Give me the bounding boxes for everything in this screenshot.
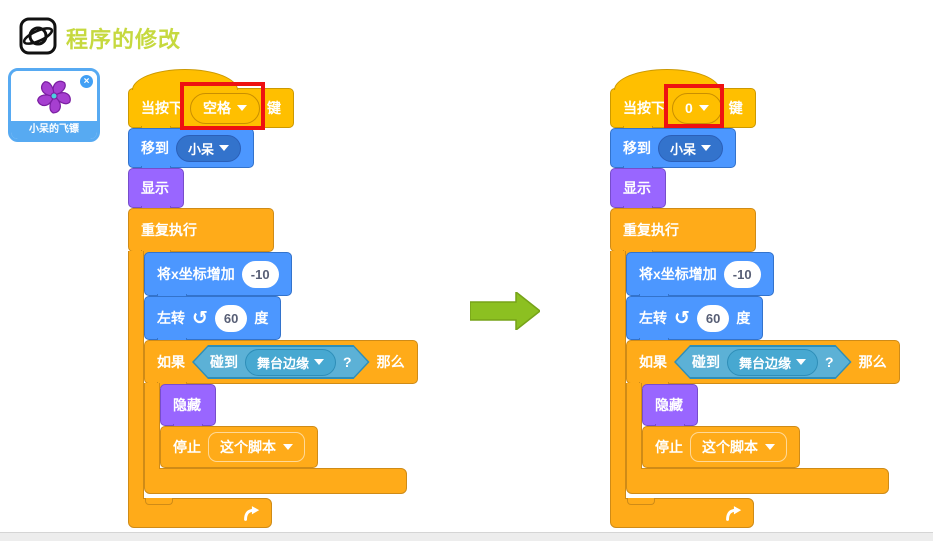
block-label: 将x坐标增加 xyxy=(639,266,717,282)
block-label: 左转 xyxy=(157,310,185,326)
block-label: 度 xyxy=(736,310,751,326)
pinwheel-image xyxy=(37,80,71,114)
block-label: 停止 xyxy=(173,439,201,455)
sprite-dropdown[interactable]: 小呆 xyxy=(658,134,724,162)
horizontal-scrollbar[interactable] xyxy=(0,532,933,541)
block-forever[interactable]: 重复执行 xyxy=(610,208,756,256)
question-mark: ? xyxy=(343,354,352,370)
sprite-dropdown-value: 小呆 xyxy=(188,141,215,157)
chevron-down-icon xyxy=(314,359,324,365)
stop-dropdown[interactable]: 这个脚本 xyxy=(208,432,305,462)
value-input[interactable]: -10 xyxy=(723,260,761,288)
loop-arrow-icon xyxy=(244,506,260,521)
block-change-x[interactable]: 将x坐标增加 -10 xyxy=(626,252,774,300)
question-mark: ? xyxy=(825,354,834,370)
degrees-input[interactable]: 60 xyxy=(214,304,248,332)
block-stop[interactable]: 停止 这个脚本 xyxy=(642,426,800,468)
stop-dropdown[interactable]: 这个脚本 xyxy=(690,432,787,462)
chevron-down-icon xyxy=(765,444,775,450)
block-label: 碰到 xyxy=(210,354,238,370)
sprite-dropdown-value: 小呆 xyxy=(670,141,697,157)
block-label: 重复执行 xyxy=(141,222,197,238)
chevron-down-icon xyxy=(701,145,712,151)
block-label: 将x坐标增加 xyxy=(157,266,235,282)
highlight-box-space-key xyxy=(180,82,265,130)
block-change-x[interactable]: 将x坐标增加 -10 xyxy=(144,252,292,300)
chevron-down-icon xyxy=(698,105,709,111)
if-left-arm xyxy=(144,383,160,469)
condition-touching[interactable]: 碰到 舞台边缘 ? xyxy=(674,345,852,379)
value-input[interactable]: -10 xyxy=(241,260,279,288)
block-label: 移到 xyxy=(141,140,169,156)
block-hide[interactable]: 隐藏 xyxy=(642,384,698,430)
block-label: 当按下 xyxy=(623,100,665,116)
block-label: 移到 xyxy=(623,140,651,156)
block-label: 停止 xyxy=(655,439,683,455)
forever-footer xyxy=(610,498,754,528)
block-if-then[interactable]: 如果 碰到 舞台边缘 ? 那么 xyxy=(144,340,418,388)
block-label: 显示 xyxy=(623,180,651,196)
if-bottom-bar xyxy=(144,468,407,494)
forever-footer xyxy=(128,498,272,528)
chevron-down-icon xyxy=(219,145,230,151)
key-dropdown-value: 空格 xyxy=(203,100,231,116)
block-move-to[interactable]: 移到 小呆 xyxy=(128,128,255,172)
counterclockwise-arrow-icon: ↺ xyxy=(674,306,690,329)
block-label: 隐藏 xyxy=(655,397,683,413)
edge-dropdown[interactable]: 舞台边缘 xyxy=(245,349,336,376)
puzzle-notch xyxy=(145,498,173,505)
transform-arrow-icon xyxy=(470,292,540,330)
block-label: 那么 xyxy=(376,354,405,370)
block-turn-left[interactable]: 左转 ↺ 60 度 xyxy=(626,296,764,344)
block-label: 重复执行 xyxy=(623,222,679,238)
if-bottom-bar xyxy=(626,468,889,494)
block-if-then[interactable]: 如果 碰到 舞台边缘 ? 那么 xyxy=(626,340,900,388)
planet-icon xyxy=(19,17,57,55)
stop-dropdown-value: 这个脚本 xyxy=(220,439,276,455)
degrees-input[interactable]: 60 xyxy=(696,304,730,332)
stop-dropdown-value: 这个脚本 xyxy=(702,439,758,455)
forever-left-arm xyxy=(128,251,144,499)
counterclockwise-arrow-icon: ↺ xyxy=(192,306,208,329)
block-label: 隐藏 xyxy=(173,397,201,413)
block-label: 当按下 xyxy=(141,100,183,116)
block-label: 度 xyxy=(254,310,269,326)
forever-left-arm xyxy=(610,251,626,499)
sprite-thumbnail xyxy=(11,71,97,121)
block-stop[interactable]: 停止 这个脚本 xyxy=(160,426,318,468)
sprite-card[interactable]: × 小呆的飞镖 xyxy=(8,68,100,142)
block-label: 如果 xyxy=(639,354,667,370)
edge-dropdown-value: 舞台边缘 xyxy=(739,355,792,371)
sprite-name: 小呆的飞镖 xyxy=(11,121,97,139)
highlight-box-zero-key xyxy=(664,84,724,128)
block-label: 左转 xyxy=(639,310,667,326)
block-show[interactable]: 显示 xyxy=(610,168,666,212)
page-title: 程序的修改 xyxy=(66,27,182,52)
block-label: 那么 xyxy=(858,354,887,370)
sprite-dropdown[interactable]: 小呆 xyxy=(176,134,242,162)
key-dropdown-value: 0 xyxy=(685,100,693,116)
block-hide[interactable]: 隐藏 xyxy=(160,384,216,430)
block-label: 显示 xyxy=(141,180,169,196)
edge-dropdown-value: 舞台边缘 xyxy=(257,355,310,371)
key-dropdown[interactable]: 0 xyxy=(672,92,722,124)
edge-dropdown[interactable]: 舞台边缘 xyxy=(727,349,818,376)
block-forever[interactable]: 重复执行 xyxy=(128,208,274,256)
chevron-down-icon xyxy=(283,444,293,450)
block-label: 键 xyxy=(267,100,281,116)
block-label: 键 xyxy=(728,100,743,116)
block-label: 如果 xyxy=(157,354,185,370)
loop-arrow-icon xyxy=(726,506,742,521)
block-show[interactable]: 显示 xyxy=(128,168,184,212)
if-left-arm xyxy=(626,383,642,469)
block-turn-left[interactable]: 左转 ↺ 60 度 xyxy=(144,296,282,344)
key-dropdown[interactable]: 空格 xyxy=(190,92,260,124)
puzzle-notch xyxy=(627,498,655,505)
condition-touching[interactable]: 碰到 舞台边缘 ? xyxy=(192,345,370,379)
block-label: 碰到 xyxy=(692,354,720,370)
sprite-close-button[interactable]: × xyxy=(78,73,95,90)
chevron-down-icon xyxy=(796,359,806,365)
chevron-down-icon xyxy=(237,105,247,111)
block-move-to[interactable]: 移到 小呆 xyxy=(610,128,737,172)
